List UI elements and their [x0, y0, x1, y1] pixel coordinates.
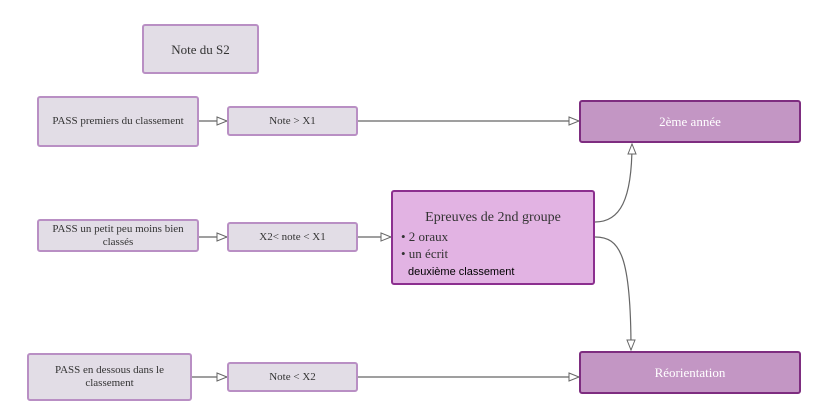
edge-second-group-to-second-year: [594, 144, 632, 223]
edge-second-group-to-reorientation: [594, 236, 631, 350]
condition-bottom-node: Note < X2: [227, 362, 358, 392]
condition-top-node: Note > X1: [227, 106, 358, 136]
second-group-node: Epreuves de 2nd groupe • 2 oraux • un éc…: [391, 190, 595, 285]
second-group-heading: Epreuves de 2nd groupe: [425, 210, 561, 225]
second-group-item-ecrit: • un écrit: [401, 246, 449, 261]
group-top-node: PASS premiers du classement: [37, 96, 199, 147]
second-group-note: deuxième classement: [408, 266, 515, 278]
title-node: Note du S2: [142, 24, 259, 74]
condition-middle-node: X2< note < X1: [227, 222, 358, 252]
second-year-node: 2ème année: [579, 100, 801, 143]
group-middle-node: PASS un petit peu moins bien classés: [37, 219, 199, 252]
second-group-item-oraux: • 2 oraux: [401, 229, 449, 244]
group-bottom-node: PASS en dessous dans le classement: [27, 353, 192, 401]
reorientation-node: Réorientation: [579, 351, 801, 394]
